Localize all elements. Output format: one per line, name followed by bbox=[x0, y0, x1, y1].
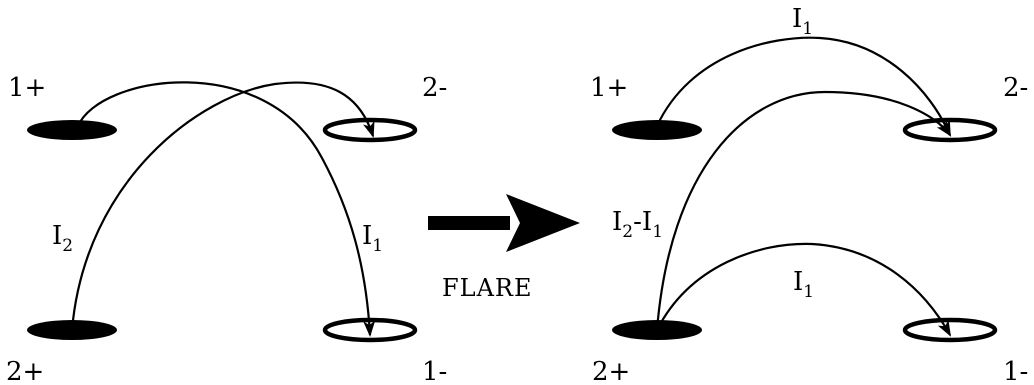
left-label-1-plus: 1+ bbox=[8, 73, 46, 103]
right-label-2-minus: 2- bbox=[1003, 73, 1028, 103]
right-footpoint-1-plus bbox=[612, 120, 702, 140]
right-panel: 1+ 2- 2+ 1- I1 I2-I1 I1 bbox=[590, 4, 1028, 385]
flare-arrow-shaft bbox=[428, 216, 510, 230]
right-loop-top bbox=[656, 36, 952, 137]
left-current-i1: I1 bbox=[362, 221, 383, 256]
right-label-2-plus: 2+ bbox=[592, 357, 630, 385]
right-label-1-minus: 1- bbox=[1003, 357, 1028, 385]
right-footpoint-2-minus bbox=[902, 117, 998, 143]
right-label-1-plus: 1+ bbox=[590, 73, 628, 103]
flare-transition: FLARE bbox=[428, 194, 580, 302]
left-label-2-minus: 2- bbox=[422, 73, 447, 103]
right-loop-middle bbox=[655, 90, 952, 331]
left-label-2-plus: 2+ bbox=[6, 357, 44, 385]
left-loop-1-plus-to-1-minus bbox=[76, 81, 376, 337]
flare-label: FLARE bbox=[442, 274, 533, 302]
left-loop-2-plus-to-2-minus bbox=[70, 81, 375, 331]
right-footpoint-1-minus bbox=[902, 317, 998, 343]
right-current-middle: I2-I1 bbox=[612, 207, 663, 242]
left-footpoint-1-plus bbox=[27, 120, 117, 140]
left-panel: 1+ 2- 2+ 1- I2 I1 bbox=[6, 73, 447, 385]
right-loop-bottom bbox=[656, 242, 951, 337]
right-current-bottom: I1 bbox=[793, 267, 814, 302]
flare-arrow-head bbox=[506, 194, 580, 252]
left-label-1-minus: 1- bbox=[422, 357, 447, 385]
right-current-top: I1 bbox=[792, 4, 813, 39]
left-current-i2: I2 bbox=[52, 221, 73, 256]
